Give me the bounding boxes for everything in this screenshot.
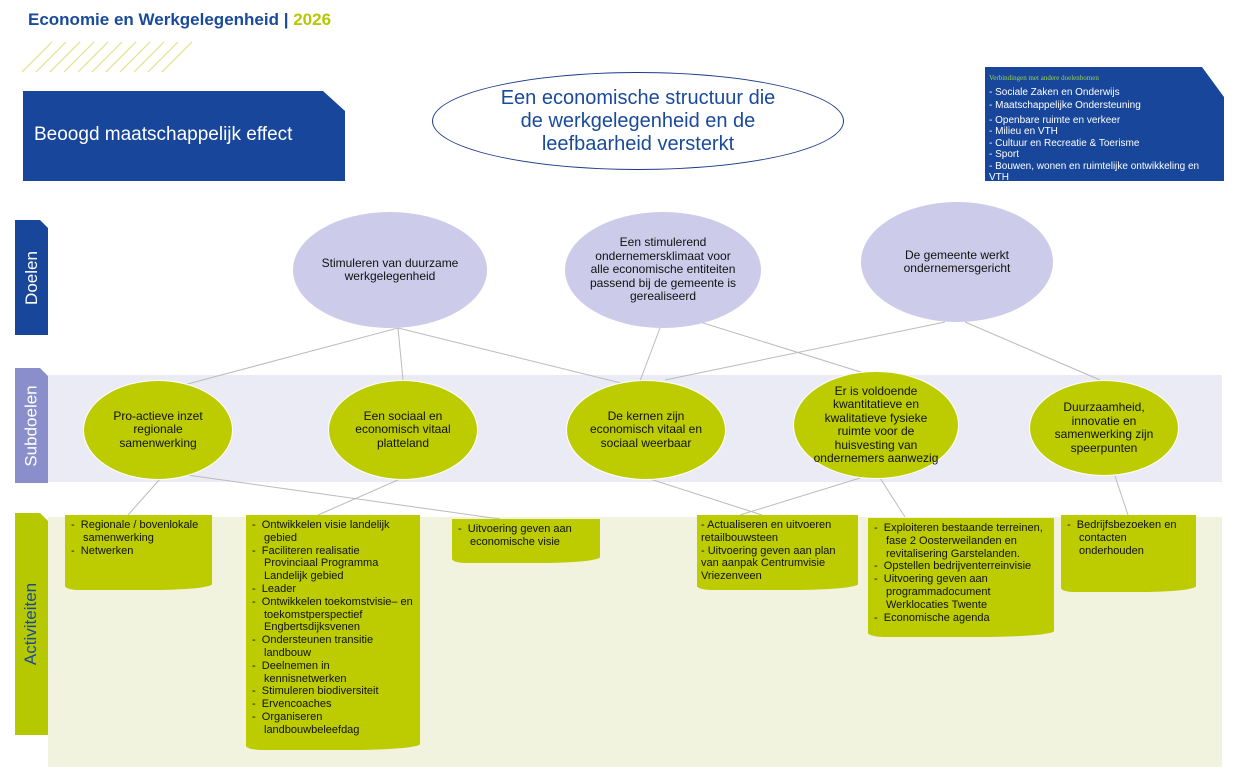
- doel-1: Stimuleren van duurzame werkgelegenheid: [293, 212, 487, 328]
- links-heading: Verbindingen met andere doelenbomen: [989, 74, 1099, 82]
- activity-item: Actualiseren en uitvoeren retailbouwstee…: [701, 519, 852, 545]
- link-item: - Cultuur en Recreatie & Toerisme: [989, 137, 1140, 149]
- subdoel-1: Pro-actieve inzet regionale samenwerking: [83, 380, 233, 480]
- link-item: - Sport: [989, 149, 1020, 160]
- link-item: - Bouwen, wonen en ruimtelijke ontwikkel…: [989, 160, 1200, 183]
- subdoel-3: De kernen zijn economisch vitaal en soci…: [566, 380, 726, 480]
- activity-note-3: Uitvoering geven aan economische visie: [452, 519, 600, 563]
- subdoel-2: Een sociaal en economisch vitaal plattel…: [328, 380, 478, 480]
- activity-item: Ondersteunen transitie landbouw: [252, 634, 414, 660]
- activity-item: Ontwikkelen visie landelijk gebied: [252, 519, 414, 545]
- tab-activiteiten: Activiteiten: [15, 513, 48, 735]
- activity-item: Uitvoering geven aan programmadocument W…: [874, 573, 1048, 611]
- activity-item: Uitvoering geven aan economische visie: [458, 523, 594, 549]
- effect-banner: Beoogd maatschappelijk effect: [23, 91, 345, 181]
- link-item: - Milieu en VTH: [989, 126, 1058, 137]
- activity-note-1: Regionale / bovenlokale samenwerking Net…: [65, 515, 212, 590]
- activity-item: Organiseren landbouwbeleefdag: [252, 711, 414, 737]
- activity-item: Stimuleren biodiversiteit: [252, 685, 414, 698]
- links-box: Verbindingen met andere doelenbomen - So…: [985, 67, 1224, 181]
- activity-item: Opstellen bedrijventerreinvisie: [874, 560, 1048, 573]
- link-item: - Openbare ruimte en verkeer: [989, 114, 1121, 126]
- subdoel-4: Er is voldoende kwantitatieve en kwalita…: [793, 371, 959, 479]
- tab-doelen: Doelen: [15, 220, 48, 335]
- activity-item: Leader: [252, 583, 414, 596]
- activity-item: Ervencoaches: [252, 698, 414, 711]
- doel-2: Een stimulerend ondernemersklimaat voor …: [565, 212, 761, 328]
- activity-item: Netwerken: [71, 545, 206, 558]
- subdoel-5: Duurzaamheid, innovatie en samenwerking …: [1029, 380, 1179, 476]
- activity-item: Faciliteren realisatie Provinciaal Progr…: [252, 545, 414, 583]
- page-title: Economie en Werkgelegenheid | 2026: [28, 10, 332, 29]
- effect-statement: Een economische structuur die de werkgel…: [432, 72, 844, 170]
- activity-item: Bedrijfsbezoeken en contacten onderhoude…: [1067, 519, 1190, 557]
- activity-item: Regionale / bovenlokale samenwerking: [71, 519, 206, 545]
- tab-subdoelen: Subdoelen: [15, 368, 48, 483]
- activity-item: Exploiteren bestaande terreinen, fase 2 …: [874, 522, 1048, 560]
- activity-note-2: Ontwikkelen visie landelijk gebied Facil…: [246, 515, 420, 750]
- doel-3: De gemeente werkt ondernemersgericht: [861, 202, 1053, 322]
- link-item: - Sociale Zaken en Onderwijs: [989, 86, 1120, 98]
- activity-item: Economische agenda: [874, 612, 1048, 625]
- activity-note-5: Exploiteren bestaande terreinen, fase 2 …: [868, 518, 1054, 637]
- activity-note-6: Bedrijfsbezoeken en contacten onderhoude…: [1061, 515, 1196, 592]
- activity-item: Deelnemen in kennisnetwerken: [252, 660, 414, 686]
- activity-item: Ontwikkelen toekomstvisie– en toekomstpe…: [252, 596, 414, 634]
- link-item: - Maatschappelijke Ondersteuning: [989, 100, 1141, 111]
- activity-item: Uitvoering geven aan plan van aanpak Cen…: [701, 545, 852, 583]
- activity-note-4: Actualiseren en uitvoeren retailbouwstee…: [697, 515, 858, 590]
- decorative-hatch: [22, 41, 193, 72]
